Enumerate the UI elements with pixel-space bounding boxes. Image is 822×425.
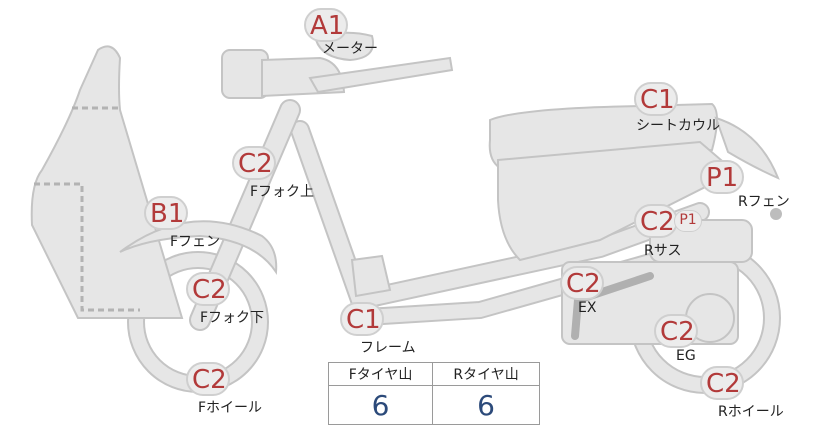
front-fender-label: Fフェン: [170, 234, 221, 250]
front-fork-lower-label: Fフォク下: [200, 310, 265, 326]
rear-fender-label: Rフェン: [738, 194, 790, 210]
front-fender-code-badge[interactable]: B1: [144, 196, 188, 230]
meter-code-badge[interactable]: A1: [304, 8, 348, 42]
front-wheel-code-badge[interactable]: C2: [186, 362, 230, 396]
front-fender-shape: [119, 220, 278, 275]
frame-label: フレーム: [360, 340, 416, 356]
rear-suspension-label: Rサス: [644, 243, 682, 259]
seat-cowl-label: シートカウル: [636, 118, 720, 134]
frame-code-badge[interactable]: C1: [340, 302, 384, 336]
front-fork-lower-code-badge[interactable]: C2: [186, 272, 230, 306]
rear-suspension-sub-badge[interactable]: P1: [674, 210, 702, 232]
tire-tread-table: Fタイヤ山 Rタイヤ山 6 6: [327, 362, 540, 425]
exhaust-label: EX: [578, 300, 597, 316]
front-wheel-label: Fホイール: [198, 400, 263, 416]
front-tread-value[interactable]: 6: [327, 385, 434, 425]
rear-wheel-label: Rホイール: [718, 404, 784, 420]
exhaust-shape: [571, 272, 654, 340]
meter-label: メーター: [322, 41, 378, 57]
engine-code-badge[interactable]: C2: [654, 314, 698, 348]
rear-wheel-code-badge[interactable]: C2: [700, 366, 744, 400]
rear-tread-header: Rタイヤ山: [432, 362, 540, 386]
rear-fender-code-badge[interactable]: P1: [700, 160, 744, 194]
front-tread-header: Fタイヤ山: [327, 362, 434, 386]
handlebar-shape: [308, 56, 454, 94]
exhaust-code-badge[interactable]: C2: [560, 266, 604, 300]
front-fork-upper-label: Fフォク上: [250, 184, 315, 200]
rear-fender-shape: [714, 116, 780, 180]
rear-tread-value[interactable]: 6: [432, 385, 540, 425]
engine-label: EG: [676, 348, 696, 364]
front-fork-upper-code-badge[interactable]: C2: [232, 146, 276, 180]
front-cowl-shape: [30, 45, 184, 319]
seat-cowl-code-badge[interactable]: C1: [634, 82, 678, 116]
rear-suspension-code-badge[interactable]: C2: [634, 204, 678, 238]
